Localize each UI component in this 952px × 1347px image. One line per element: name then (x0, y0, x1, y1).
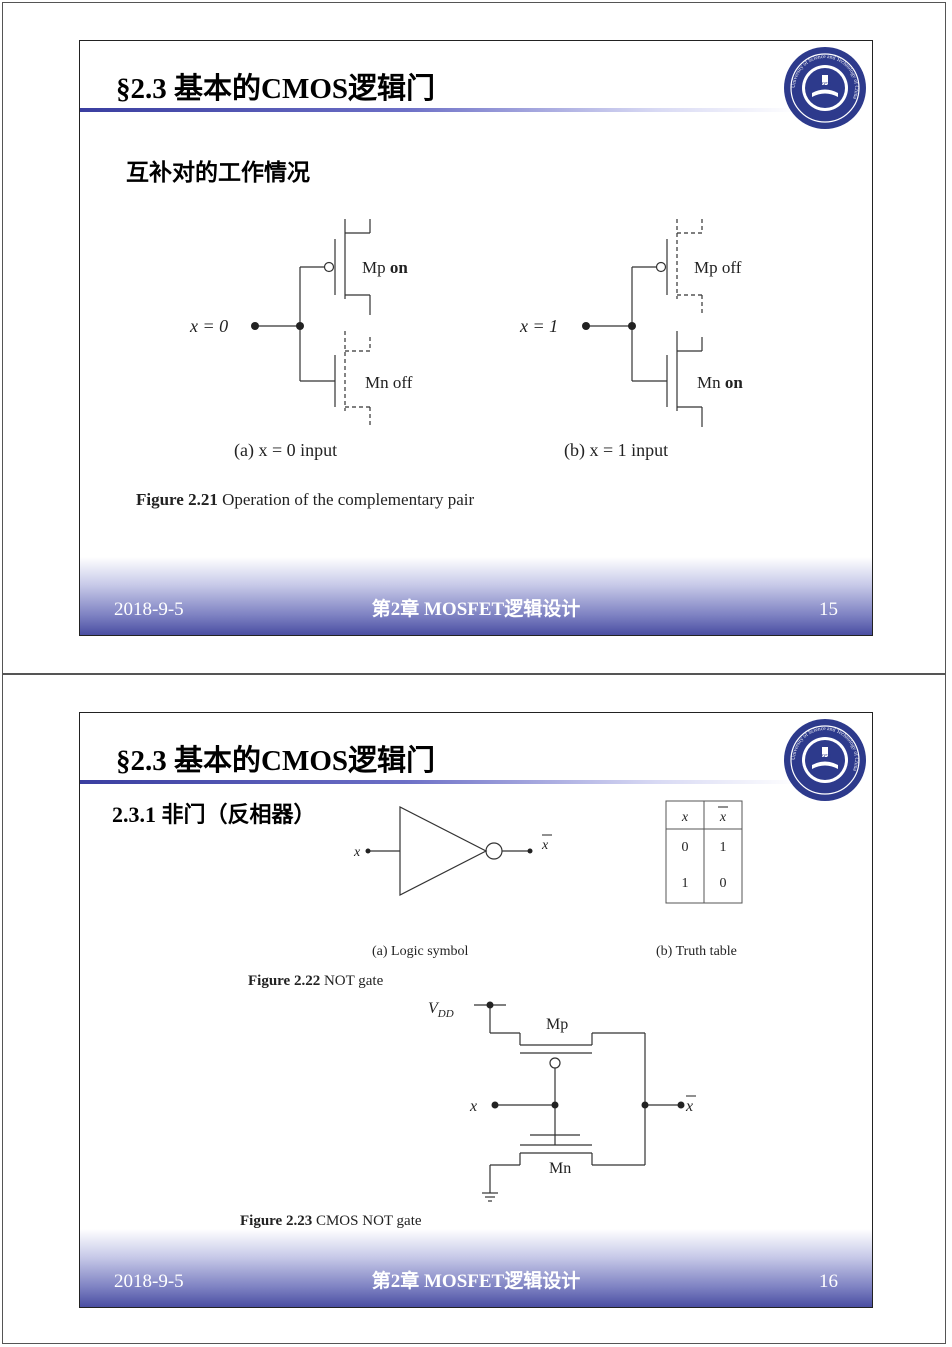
truth-cell: 0 (682, 840, 689, 855)
footer-date: 2018-9-5 (114, 599, 184, 620)
right-caption: (b) x = 1 input (564, 440, 668, 461)
svg-text:Figure 2.22 NOT gate: Figure 2.22 NOT gate (248, 973, 384, 989)
truth-cell: 0 (720, 876, 727, 891)
slide-footer: 2018-9-5 第2章 MOSFET逻辑设计 16 (80, 1229, 872, 1307)
truth-table (665, 800, 743, 904)
right-mn-name: Mn (697, 373, 721, 392)
slide-title: §2.3 基本的CMOS逻辑门 (116, 73, 436, 105)
truth-cell: 1 (682, 876, 689, 891)
page-frame-2 (2, 674, 946, 1344)
complementary-pair-figure: x = 0 Mp on Mn off (a) x = 0 input x = 1… (136, 219, 743, 509)
vdd-subscript: DD (437, 1008, 454, 1020)
truth-header-xbar: x (719, 810, 727, 825)
figure-2-23-label: Figure 2.23 (240, 1213, 312, 1229)
footer-page-number: 15 (819, 599, 838, 620)
title-underline (80, 108, 800, 112)
left-mp-name: Mp (362, 258, 386, 277)
university-logo-icon: University of Science and Technology of … (784, 47, 866, 129)
svg-text:Figure 2.23 CMOS NOT gate: Figure 2.23 CMOS NOT gate (240, 1213, 422, 1229)
circuit-mn-label: Mn (549, 1160, 571, 1177)
slide-footer: 2018-9-5 第2章 MOSFET逻辑设计 15 (80, 557, 872, 635)
slide-title: §2.3 基本的CMOS逻辑门 (116, 745, 436, 777)
logo-year: 1958 (819, 82, 831, 88)
page-frame-1 (2, 2, 946, 674)
left-input-label: x = 0 (189, 316, 228, 336)
left-mn-name: Mn (365, 373, 389, 392)
footer-date: 2018-9-5 (114, 1271, 184, 1292)
svg-text:VDD: VDD (428, 1000, 454, 1020)
circuit-output-label: x (685, 1098, 693, 1115)
figure-2-22-label: Figure 2.22 (248, 973, 320, 989)
right-mp-name: Mp (694, 258, 718, 277)
left-mp-state: on (390, 258, 409, 277)
truth-table-caption: (b) Truth table (656, 944, 737, 959)
section-heading: 2.3.1 非门（反相器） (112, 802, 316, 827)
footer-chapter: 第2章 MOSFET逻辑设计 (371, 1271, 581, 1292)
title-underline (80, 780, 800, 784)
right-input-label: x = 1 (519, 316, 558, 336)
left-mn-state: off (393, 373, 413, 392)
logic-symbol-caption: (a) Logic symbol (372, 944, 469, 959)
vdd-label: V (428, 1000, 440, 1017)
circuit-input-label: x (469, 1098, 477, 1115)
slide-16: §2.3 基本的CMOS逻辑门 University of Science an… (79, 712, 873, 1308)
symbol-input-label: x (353, 845, 361, 860)
truth-header-x: x (681, 810, 689, 825)
not-gate-figures: x x (a) Logic symbol x x 0 1 1 0 (b) Tru… (240, 800, 743, 1229)
logo-year: 1958 (819, 754, 831, 760)
figure-2-21-text: Operation of the complementary pair (222, 490, 474, 509)
not-gate-symbol (370, 806, 528, 896)
svg-text:Mn on: Mn on (697, 373, 743, 392)
cmos-not-circuit (474, 1004, 680, 1202)
right-mn-state: on (725, 373, 744, 392)
svg-text:Mp on: Mp on (362, 258, 408, 277)
svg-text:Mn off: Mn off (365, 373, 413, 392)
university-logo-icon: University of Science and Technology of … (784, 719, 866, 801)
svg-text:Figure 2.21 Operation of the: Figure 2.21 Operation of the complementa… (136, 490, 475, 509)
figure-2-23-text: CMOS NOT gate (316, 1213, 422, 1229)
symbol-output-label: x (541, 838, 549, 853)
circuit-mp-label: Mp (546, 1016, 568, 1033)
section-heading: 互补对的工作情况 (126, 160, 310, 185)
truth-cell: 1 (720, 840, 727, 855)
footer-chapter: 第2章 MOSFET逻辑设计 (371, 599, 581, 620)
figure-2-21-label: Figure 2.21 (136, 490, 218, 509)
slide-15: §2.3 基本的CMOS逻辑门 University of Science an… (79, 40, 873, 636)
footer-page-number: 16 (819, 1271, 838, 1292)
right-mp-state: off (722, 258, 742, 277)
figure-2-22-text: NOT gate (324, 973, 384, 989)
left-caption: (a) x = 0 input (234, 440, 337, 461)
svg-text:Mp off: Mp off (694, 258, 742, 277)
